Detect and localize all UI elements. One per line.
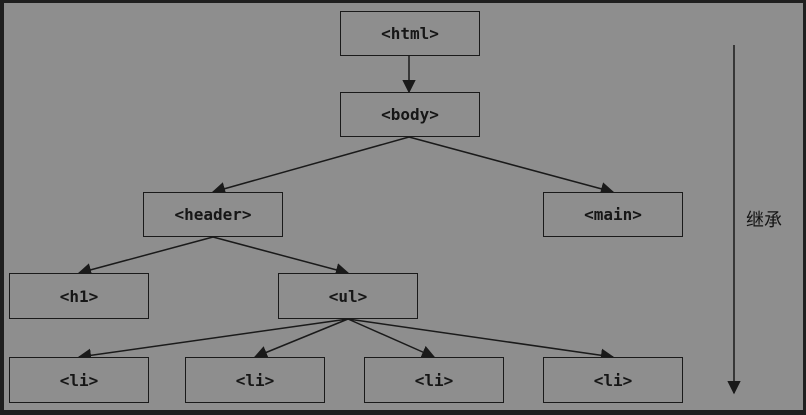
node-li-4: <li>: [543, 357, 683, 403]
edge-body-main: [408, 136, 615, 196]
node-html: <html>: [340, 11, 480, 56]
node-li-2: <li>: [185, 357, 325, 403]
edge-ul-li-3: [347, 318, 436, 359]
node-li-1: <li>: [9, 357, 149, 403]
node-body: <body>: [340, 92, 480, 137]
node-li-3: <li>: [364, 357, 504, 403]
node-header: <header>: [143, 192, 283, 237]
edge-body-header: [211, 136, 410, 196]
inheritance-label: 继承: [746, 210, 782, 231]
node-main: <main>: [543, 192, 683, 237]
node-h1: <h1>: [9, 273, 149, 319]
edge-ul-li-4: [347, 318, 615, 362]
edge-ul-li-1: [77, 318, 349, 362]
edge-header-h1: [77, 236, 214, 277]
edge-ul-li-2: [253, 318, 349, 359]
edge-header-ul: [212, 236, 350, 277]
node-ul: <ul>: [278, 273, 418, 319]
